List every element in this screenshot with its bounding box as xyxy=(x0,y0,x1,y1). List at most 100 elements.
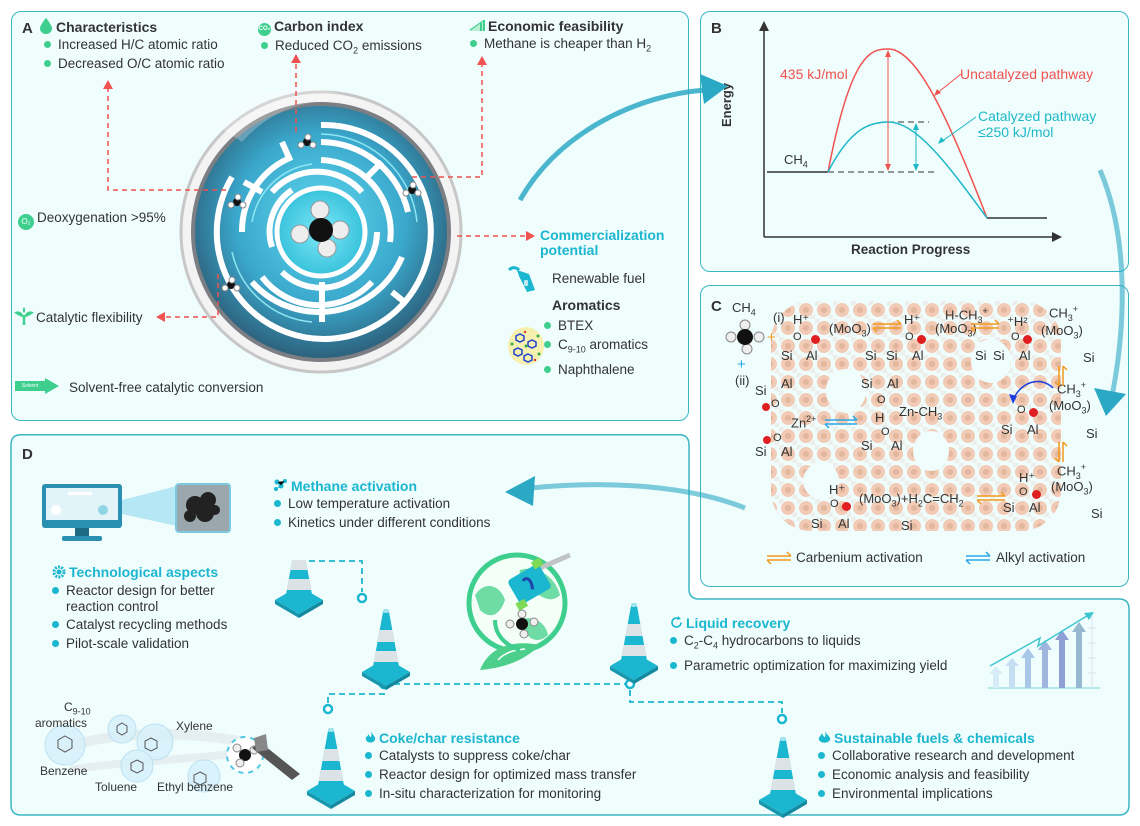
waypoint xyxy=(776,713,788,725)
negative-charge xyxy=(763,436,771,444)
fuel-nozzle-icon xyxy=(507,266,535,292)
arrowhead xyxy=(477,56,487,65)
molecule-icon xyxy=(274,479,287,491)
o2-icon: O₂ xyxy=(18,214,34,230)
methane-activation-title: Methane activation xyxy=(291,478,418,494)
moo3-ethylene-group: (MoO3)+H2C=CH2 xyxy=(859,491,964,509)
list-item: Reactor design for optimized mass transf… xyxy=(365,765,636,784)
silicon: Si xyxy=(975,348,987,363)
refresh-icon xyxy=(671,616,682,628)
ethylbenzene-bubble xyxy=(187,759,221,793)
coke-char-block: Coke/char resistance Catalysts to suppre… xyxy=(365,730,636,803)
methane-small xyxy=(297,133,317,149)
silicon: Si xyxy=(1086,426,1098,441)
growth-arrows-illustration xyxy=(988,612,1100,689)
benzene-bubble xyxy=(44,724,86,766)
negative-charge xyxy=(1032,490,1041,499)
traffic-cone xyxy=(362,609,410,690)
h-plus: H⁺ xyxy=(1019,470,1036,485)
aluminum: Al xyxy=(891,438,903,453)
silicon: Si xyxy=(755,444,767,459)
characteristics-title: Characteristics xyxy=(56,19,158,35)
h-ch3-group: H-CH3+ xyxy=(945,306,988,325)
panel-b-label: B xyxy=(711,20,722,37)
traffic-cone xyxy=(610,603,658,684)
negative-charge xyxy=(842,502,851,511)
list-item: Economic analysis and feasibility xyxy=(818,765,1074,784)
aromatic-products-illustration xyxy=(44,714,300,793)
aromatics-cluster-icon xyxy=(508,327,544,365)
oxygen: O xyxy=(793,331,802,343)
waypoint xyxy=(322,703,334,715)
oxygen: O xyxy=(1019,486,1028,498)
oxygen: O xyxy=(830,498,839,510)
aluminum: Al xyxy=(806,348,818,363)
toluene-bubble xyxy=(120,749,154,783)
moo3-group: (MoO3) xyxy=(829,321,871,339)
oxygen: O xyxy=(1011,331,1020,343)
silicon: Si xyxy=(755,383,767,398)
plus-orange: + xyxy=(767,329,776,346)
legend-carbenium: Carbenium activation xyxy=(796,550,923,565)
panel-b: B Energy Reaction Progress CH4 435 kJ/mo… xyxy=(700,11,1129,272)
oxygen: O xyxy=(773,432,782,444)
list-item: Methane is cheaper than H2 xyxy=(470,34,651,59)
list-item: Naphthalene xyxy=(544,360,648,379)
liquid-recovery-title: Liquid recovery xyxy=(686,615,791,631)
commercialization-title: Commercialization xyxy=(540,227,665,243)
aluminum: Al xyxy=(887,376,899,391)
moo3-group: (MoO3) xyxy=(1041,323,1083,341)
aluminum: Al xyxy=(912,348,924,363)
solvent-arrow-icon: Solvent xyxy=(15,378,61,394)
waypoint xyxy=(356,592,368,604)
list-item: Reduced CO2 emissions xyxy=(261,36,422,61)
list-item: In-situ characterization for monitoring xyxy=(365,784,636,803)
h-plus: H⁺ xyxy=(904,312,921,327)
aluminum: Al xyxy=(781,376,793,391)
methane-molecule xyxy=(725,319,765,355)
silicon: Si xyxy=(865,348,877,363)
silicon: Si xyxy=(993,348,1005,363)
rising-bars-icon xyxy=(469,20,485,31)
zn-ch3-group: Zn-CH3 xyxy=(899,404,943,422)
silicon: Si xyxy=(811,516,823,531)
ethylbenzene-label: Ethyl benzene xyxy=(157,780,234,794)
silicon: Si xyxy=(1001,422,1013,437)
traffic-cone xyxy=(307,728,355,809)
economic-title: Economic feasibility xyxy=(488,18,624,34)
ch3-group: CH3+ xyxy=(1057,462,1087,481)
moo3-group: (MoO3) xyxy=(1051,479,1093,497)
maze-catalyst-disc xyxy=(179,88,463,374)
characteristics-title-row: Characteristics xyxy=(40,18,225,35)
uncatalyzed-label: Uncatalyzed pathway xyxy=(960,66,1094,82)
sustainable-fuels-block: Sustainable fuels & chemicals Collaborat… xyxy=(818,730,1074,803)
silicon: Si xyxy=(901,518,913,533)
catalyzed-energy: ≤250 kJ/mol xyxy=(978,124,1054,140)
x-axis-label: Reaction Progress xyxy=(851,242,971,257)
list-item: Catalyst recycling methods xyxy=(52,615,227,634)
silicon: Si xyxy=(1091,506,1103,521)
liquid-recovery-block: Liquid recovery C2-C4 hydrocarbons to li… xyxy=(670,615,947,675)
methane-small xyxy=(221,276,241,292)
catalyzed-curve xyxy=(827,121,988,219)
sprout-icon xyxy=(14,307,34,325)
panel-d-label: D xyxy=(22,446,33,463)
arrowhead xyxy=(526,231,535,241)
ch3-group: CH3+ xyxy=(1049,304,1079,323)
y-axis-label: Energy xyxy=(719,82,734,127)
silicon: Si xyxy=(861,438,873,453)
catalyzed-label: Catalyzed pathway xyxy=(978,108,1097,124)
co2-icon: CO₂ xyxy=(258,23,271,36)
h2-plus: ⁺H² xyxy=(1007,314,1028,329)
aluminum: Al xyxy=(1029,500,1041,515)
methane-small xyxy=(227,193,247,209)
renewable-fuel-label: Renewable fuel xyxy=(552,271,646,286)
aromatics-title: Aromatics xyxy=(552,297,621,313)
list-item: Catalysts to suppress coke/char xyxy=(365,746,636,765)
list-item: BTEX xyxy=(544,316,648,335)
toluene-label: Toluene xyxy=(95,780,138,794)
aluminum: Al xyxy=(781,444,793,459)
arrowhead xyxy=(103,80,113,89)
